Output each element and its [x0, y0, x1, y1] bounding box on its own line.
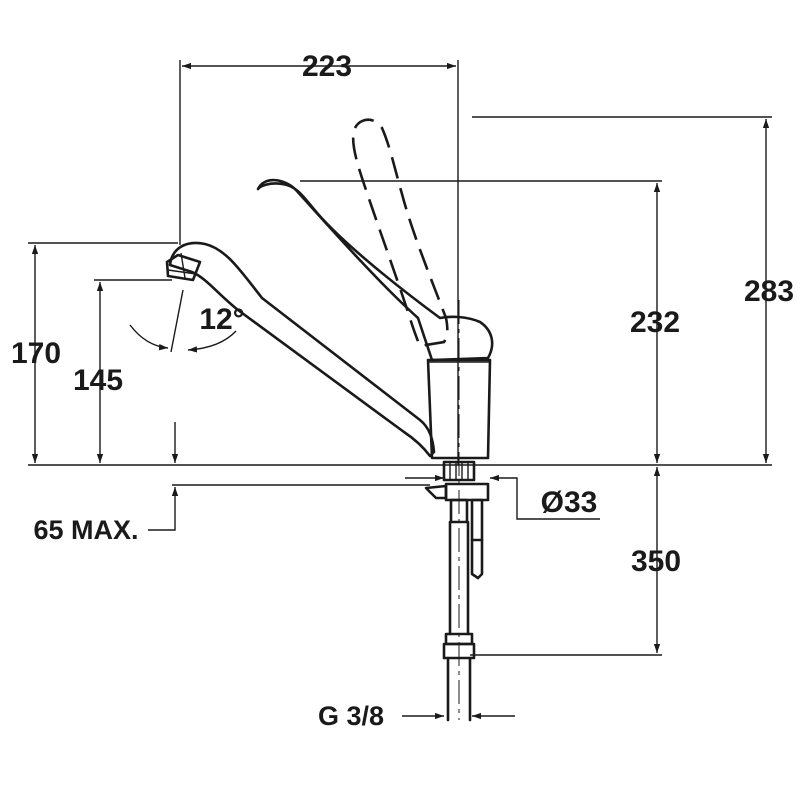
lever-lowered — [256, 178, 494, 362]
dimension-lines — [31, 62, 770, 720]
angle-arc-right — [187, 330, 237, 353]
reference-lines — [28, 60, 772, 656]
label-232: 232 — [630, 306, 680, 339]
angle-ray — [170, 289, 184, 353]
dimension-labels: 223 283 232 170 145 12° Ø33 350 65 MAX. … — [11, 50, 794, 731]
label-diameter-33: Ø33 — [541, 486, 598, 519]
label-350: 350 — [631, 545, 681, 578]
faucet — [165, 118, 494, 722]
angle-arc-left — [129, 324, 169, 351]
faucet-body — [426, 358, 492, 460]
aerator-ring — [167, 269, 197, 275]
aerator-ring-2 — [180, 252, 186, 279]
label-283: 283 — [744, 275, 794, 308]
label-145: 145 — [73, 364, 123, 397]
label-g-3-8: G 3/8 — [318, 701, 384, 731]
fixing-rod — [470, 498, 484, 542]
fixing-rod-end — [470, 538, 484, 580]
label-65-max: 65 MAX. — [33, 515, 138, 545]
label-12-degrees: 12° — [199, 303, 244, 336]
aerator — [165, 253, 202, 282]
mounting-bracket-left — [424, 484, 448, 500]
label-170: 170 — [11, 337, 61, 370]
dim-arrow-33-right — [490, 474, 600, 520]
mounting-bracket — [444, 482, 490, 502]
label-223: 223 — [302, 50, 352, 83]
dim-arrow-65-bottom — [148, 487, 179, 531]
lever-raised-phantom — [351, 118, 449, 348]
spout — [168, 241, 436, 458]
